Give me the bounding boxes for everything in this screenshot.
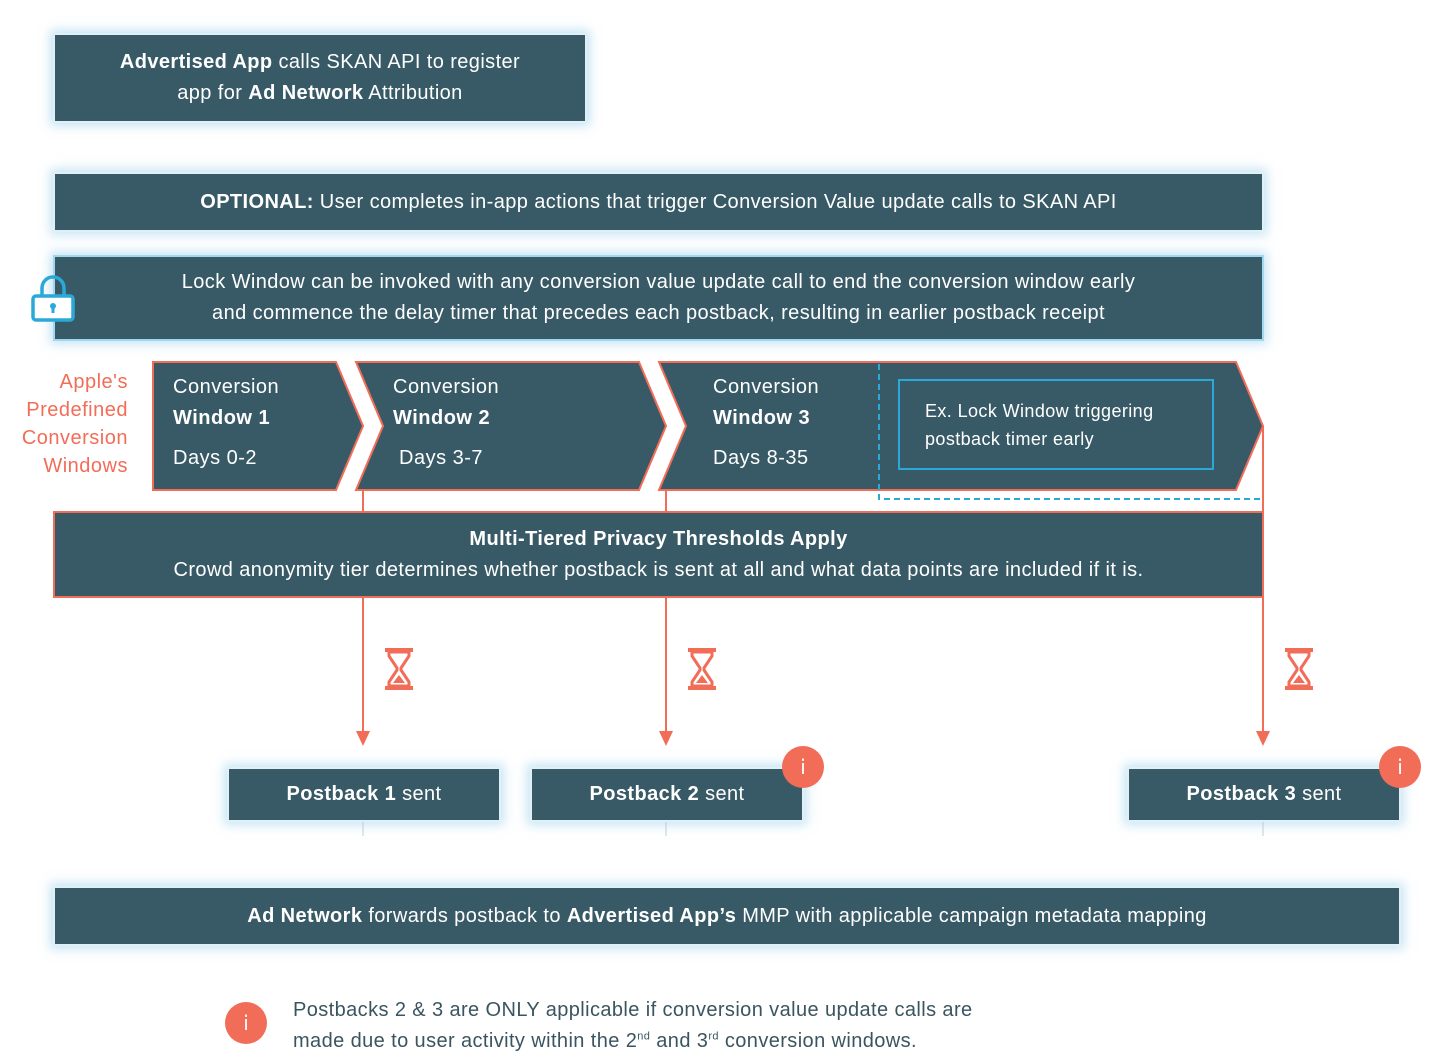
info-icon: i: [782, 746, 824, 788]
forward-bold-app: Advertised App’s: [566, 904, 737, 927]
window-2-text: Conversion Window 2 Days 3-7: [393, 372, 499, 474]
thresholds-title: Multi-Tiered Privacy Thresholds Apply: [469, 527, 848, 550]
window-name: Window 3: [713, 407, 811, 429]
optional-step-box: OPTIONAL: User completes in-app actions …: [53, 172, 1264, 232]
window-days: Days 8-35: [713, 447, 809, 469]
windows-label-line: Conversion: [21, 427, 128, 449]
forward-text-2: MMP with applicable campaign metadata ma…: [736, 904, 1207, 927]
window-days: Days 0-2: [173, 447, 258, 469]
postback-2-box: Postback 2 sent: [530, 767, 804, 822]
forward-bold-network: Ad Network: [247, 904, 363, 927]
window-3-text: Conversion Window 3 Days 8-35: [713, 372, 819, 474]
postback-3-box: Postback 3 sent: [1127, 767, 1401, 822]
arrowhead-3: [1256, 731, 1270, 746]
windows-label-line: Predefined: [26, 399, 128, 421]
postback-label: Postback 2: [589, 783, 700, 805]
window-title: Conversion: [393, 376, 500, 398]
register-bold-network: Ad Network: [248, 82, 364, 104]
forward-text-1: forwards postback to: [362, 904, 567, 927]
info-icon: i: [1379, 746, 1421, 788]
footnote-text: made due to user activity within the 2: [293, 1030, 638, 1052]
footnote-text: and 3: [650, 1030, 709, 1052]
lock-window-dashed-region: [878, 364, 1262, 500]
windows-label-line: Windows: [43, 455, 128, 477]
optional-label: OPTIONAL:: [200, 190, 314, 213]
register-step-box: Advertised App calls SKAN API to registe…: [53, 33, 587, 123]
postback-label: Postback 1: [286, 783, 397, 805]
postback-rest: sent: [1296, 783, 1342, 805]
callout-line-2: postback timer early: [925, 429, 1095, 449]
postback-rest: sent: [699, 783, 745, 805]
lock-icon: [31, 275, 75, 322]
lock-window-example-callout: Ex. Lock Window triggering postback time…: [898, 379, 1214, 470]
register-text-2: app for: [177, 82, 249, 104]
callout-line-1: Ex. Lock Window triggering: [925, 401, 1154, 421]
window-3-chevron: [657, 361, 1265, 491]
postback-rest: sent: [396, 783, 442, 805]
footnote: Postbacks 2 & 3 are ONLY applicable if c…: [293, 995, 1113, 1057]
thresholds-text: Crowd anonymity tier determines whether …: [173, 558, 1144, 581]
footnote-line-2: made due to user activity within the 2nd…: [293, 1026, 1113, 1057]
lock-window-box: Lock Window can be invoked with any conv…: [53, 255, 1264, 341]
hourglass-icon: [385, 648, 413, 690]
window-name: Window 1: [173, 407, 271, 429]
window-2-chevron: [354, 361, 668, 491]
footnote-sup: nd: [637, 1030, 651, 1043]
postback-1-box: Postback 1 sent: [227, 767, 501, 822]
info-icon: i: [225, 1002, 267, 1044]
lock-line-2: and commence the delay timer that preced…: [212, 302, 1105, 324]
register-text-3: Attribution: [363, 82, 463, 104]
window-title: Conversion: [173, 376, 280, 398]
window-1-text: Conversion Window 1 Days 0-2: [173, 372, 279, 474]
predefined-windows-label: Apple's Predefined Conversion Windows: [0, 368, 128, 480]
window-name: Window 2: [393, 407, 491, 429]
footnote-line-1: Postbacks 2 & 3 are ONLY applicable if c…: [293, 999, 973, 1021]
optional-text: User completes in-app actions that trigg…: [313, 190, 1117, 213]
register-text-1: calls SKAN API to register: [272, 51, 521, 73]
hourglass-icon: [1285, 648, 1313, 690]
footnote-text: conversion windows.: [718, 1030, 918, 1052]
postback-label: Postback 3: [1186, 783, 1297, 805]
window-title: Conversion: [713, 376, 820, 398]
arrowhead-1: [356, 731, 370, 746]
window-days: Days 3-7: [399, 447, 484, 469]
privacy-thresholds-box: Multi-Tiered Privacy Thresholds Apply Cr…: [53, 511, 1264, 598]
forward-step-box: Ad Network forwards postback to Advertis…: [53, 886, 1401, 946]
windows-label-line: Apple's: [59, 371, 128, 393]
hourglass-icon: [688, 648, 716, 690]
window-1-chevron: [152, 361, 365, 491]
arrowhead-2: [659, 731, 673, 746]
footnote-sup: rd: [708, 1030, 719, 1043]
lock-line-1: Lock Window can be invoked with any conv…: [181, 271, 1136, 293]
register-bold-app: Advertised App: [119, 51, 273, 73]
